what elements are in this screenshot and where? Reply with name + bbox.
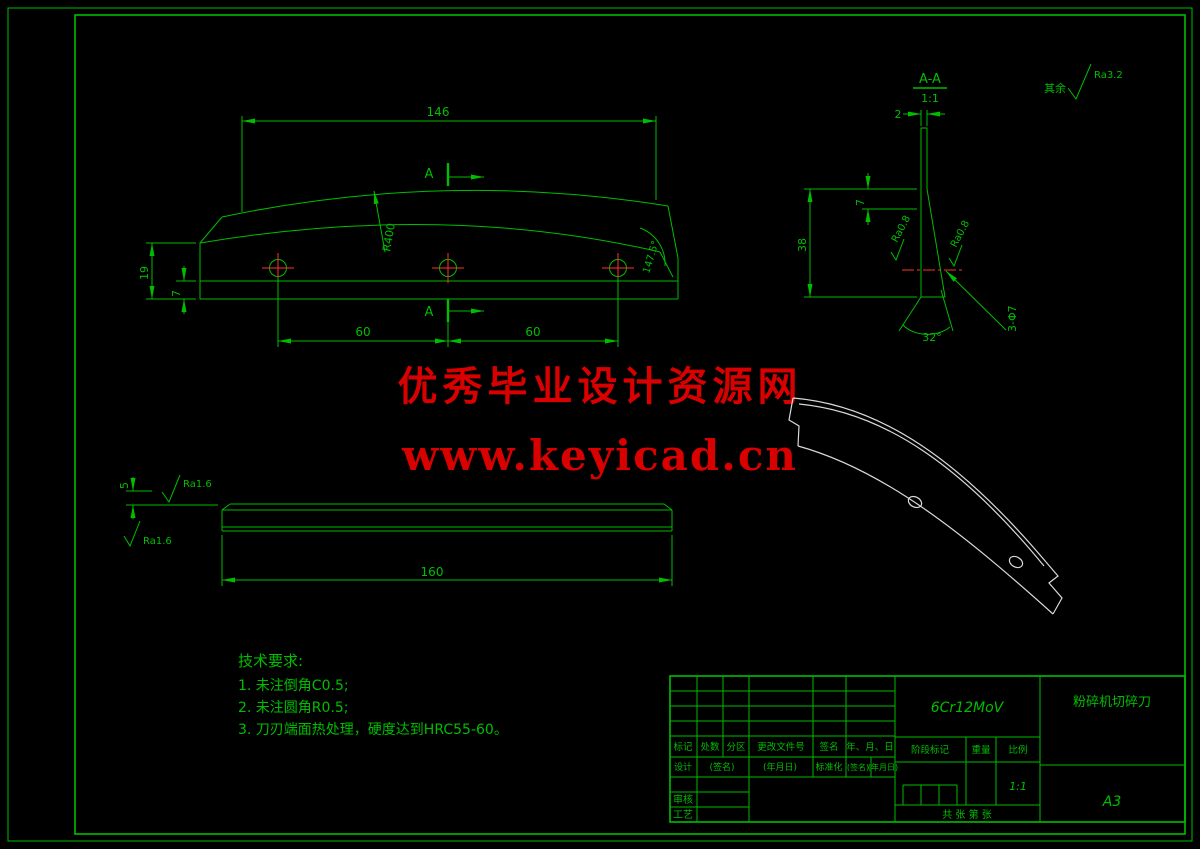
tb-sheet-info: 共 张 第 张 [942,808,992,821]
section-mark-top: A [425,163,484,186]
tech-req-item-2: 2. 未注圆角R0.5; [238,700,349,716]
dim-147-5: 147.5° [641,239,661,274]
tb-scale-value: 1:1 [1009,780,1027,793]
watermark: 优秀毕业设计资源网 www.keyicad.cn [398,363,803,480]
iso-hole-2 [1008,555,1024,569]
dim-160: 160 [421,565,444,579]
section-view: A-A 1:1 2 38 7 Ra0.8 Ra0.8 32° [796,72,1019,344]
roughness-symbol-side-top [161,474,181,504]
roughness-symbol-corner [1067,63,1092,101]
tb-material: 6Cr12MoV [931,700,1005,716]
iso-hole-1 [907,495,923,509]
technical-requirements: 技术要求: 1. 未注倒角C0.5; 2. 未注圆角R0.5; 3. 刀刃端面热… [238,652,508,738]
section-mark-bottom: A [425,299,484,322]
tb-design-date: (年月日) [763,761,797,773]
section-scale: 1:1 [921,92,939,105]
tb-weight: 重量 [971,744,991,756]
dim-r400: R400 [380,222,398,252]
tb-paper-size: A3 [1102,794,1121,810]
title-block: 标记 处数 分区 更改文件号 签名 年、月、日 设计 (签名) (年月日) 标准… [669,675,1186,823]
tb-header-chushu: 处数 [700,741,720,753]
tech-req-item-3: 3. 刀刃端面热处理，硬度达到HRC55-60。 [238,722,508,738]
tb-design-sign: (签名) [709,761,734,773]
dim-146: 146 [427,105,450,119]
general-roughness: 其余 Ra3.2 [1044,63,1123,101]
isometric-view [788,397,1063,615]
watermark-line1: 优秀毕业设计资源网 [398,363,803,410]
hole-3 [602,253,634,283]
tb-std-date: (年月日) [868,762,898,772]
section-letter-top: A [425,167,434,182]
dim-3-d7: 3-Φ7 [1006,305,1019,332]
dim-2: 2 [895,108,902,121]
tb-header-date: 年、月、日 [846,741,894,753]
tb-header-fenqu: 分区 [726,742,746,753]
tb-standardize: 标准化 [815,761,842,773]
tb-std-sign: (签名) [847,762,869,772]
tb-header-file-no: 更改文件号 [757,741,805,753]
tb-process: 工艺 [673,809,693,821]
tech-req-item-1: 1. 未注倒角C0.5; [238,678,349,694]
section-profile [920,127,946,298]
tb-part-name: 粉碎机切碎刀 [1073,695,1151,710]
dim-32deg: 32° [922,331,942,344]
ra-3-2: Ra3.2 [1094,70,1123,81]
ra-1-6-top: Ra1.6 [183,479,212,490]
iso-right-end [1045,561,1063,615]
dim-60-right: 60 [525,325,540,339]
ra-0-8-left: Ra0.8 [890,214,913,245]
hole-2 [432,253,464,283]
dim-5: 5 [118,482,131,489]
ra-0-8-right: Ra0.8 [949,219,972,250]
iso-left-end [788,397,800,447]
dim-7-section: 7 [854,199,867,206]
qiyu-label: 其余 [1044,81,1066,95]
blade-outline [199,189,679,300]
tb-scale-label: 比例 [1008,744,1027,756]
roughness-symbol-left [890,238,905,262]
tb-header-biaoji: 标记 [673,741,693,753]
side-view: 5 Ra1.6 Ra1.6 160 [118,474,673,586]
front-view: 146 [138,105,679,347]
dim-7-front: 7 [170,290,183,297]
dim-60-left: 60 [355,325,370,339]
sheet-border [7,7,1193,842]
roughness-symbol-right [948,244,963,268]
section-title: A-A [919,72,941,87]
side-view-outline [221,503,673,532]
tech-req-title: 技术要求: [238,652,303,670]
tb-reviewer: 审核 [673,793,693,806]
section-letter-bottom: A [425,305,434,320]
tb-stage-mark: 阶段标记 [911,744,950,756]
watermark-line2: www.keyicad.cn [401,431,798,480]
dim-38: 38 [796,238,809,252]
tb-header-qianming: 签名 [819,741,838,753]
dim-19: 19 [138,266,151,280]
ra-1-6-bottom: Ra1.6 [143,536,172,547]
tb-design: 设计 [674,761,692,773]
roughness-symbol-side-bottom [123,520,141,548]
